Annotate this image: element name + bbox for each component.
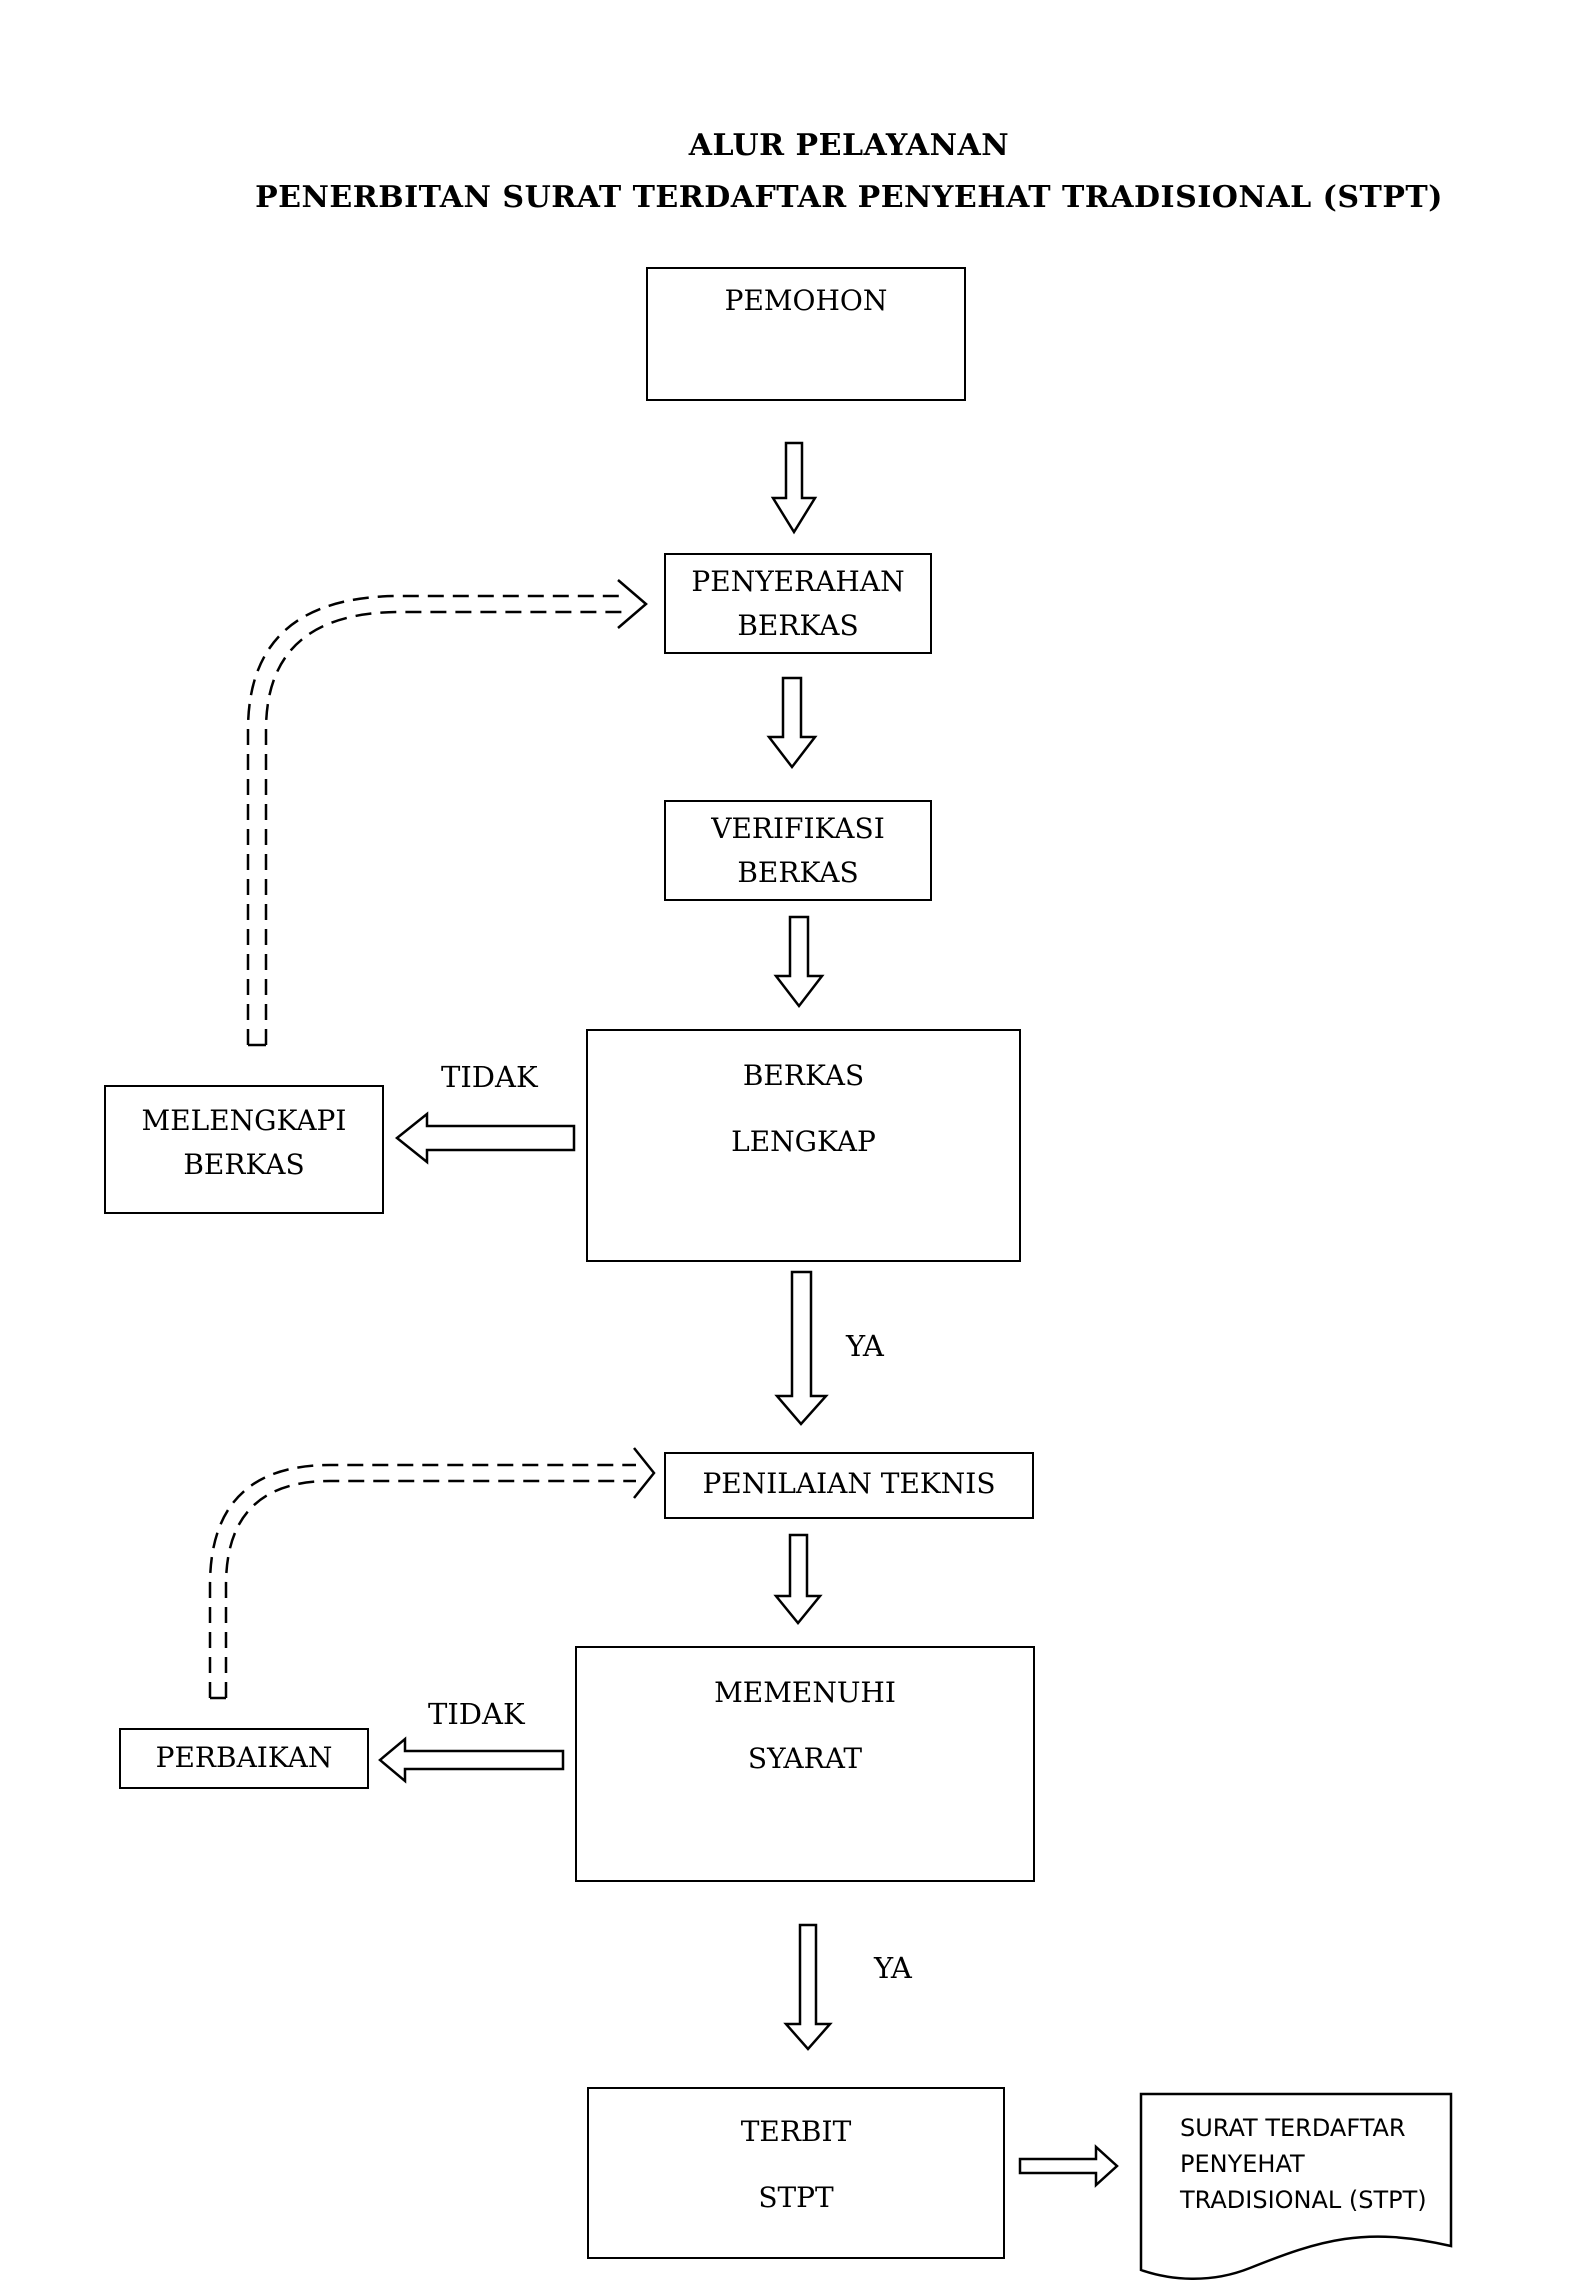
arrow-penilaian-to-memenuhi: [773, 1533, 823, 1625]
return-arrow-perbaikan-inner: [224, 1479, 636, 1698]
arrow-berkas-lengkap-to-penilaian: [774, 1270, 829, 1426]
document-output: SURAT TERDAFTAR PENYEHAT TRADISIONAL (ST…: [1180, 2110, 1427, 2218]
node-terbit-stpt: TERBIT STPT: [587, 2087, 1005, 2259]
edge-label-tidak-2: TIDAK: [428, 1697, 525, 1731]
node-verifikasi-line-1: VERIFIKASI: [711, 812, 885, 845]
node-verifikasi-berkas: VERIFIKASI BERKAS: [664, 800, 932, 901]
node-berkas-lengkap-line-2: LENGKAP: [731, 1125, 876, 1158]
return-arrow-melengkapi-outer: [246, 594, 622, 1045]
arrow-pemohon-to-penyerahan: [770, 441, 818, 535]
arrow-berkas-lengkap-to-melengkapi: [394, 1111, 576, 1165]
arrow-verifikasi-to-berkas-lengkap: [773, 915, 825, 1009]
node-perbaikan-label: PERBAIKAN: [155, 1741, 333, 1774]
node-penilaian-label: PENILAIAN TEKNIS: [702, 1467, 996, 1500]
node-perbaikan: PERBAIKAN: [119, 1728, 369, 1789]
document-shape: [1139, 2092, 1453, 2280]
node-penyerahan-line-1: PENYERAHAN: [691, 565, 905, 598]
node-memenuhi-line-2: SYARAT: [747, 1742, 863, 1775]
node-penyerahan-berkas: PENYERAHAN BERKAS: [664, 553, 932, 654]
arrow-memenuhi-to-terbit: [783, 1923, 833, 2051]
node-berkas-lengkap-line-1: BERKAS: [742, 1059, 865, 1092]
arrow-memenuhi-to-perbaikan: [378, 1736, 565, 1784]
arrow-terbit-to-document: [1018, 2144, 1119, 2188]
return-arrow-melengkapi-inner: [264, 610, 622, 1045]
node-berkas-lengkap: BERKAS LENGKAP: [586, 1029, 1021, 1262]
title-line-1: ALUR PELAYANAN: [688, 128, 1010, 163]
edge-label-ya-1: YA: [846, 1329, 884, 1363]
node-terbit-line-2: STPT: [758, 2181, 834, 2214]
return-arrow-perbaikan-outer: [208, 1463, 636, 1698]
document-line-2: PENYEHAT: [1180, 2150, 1305, 2178]
node-memenuhi-line-1: MEMENUHI: [714, 1676, 896, 1709]
return-arrow-perbaikan-end: [210, 1447, 656, 1700]
node-melengkapi-line-1: MELENGKAPI: [141, 1104, 347, 1137]
title-line-2: PENERBITAN SURAT TERDAFTAR PENYEHAT TRAD…: [255, 180, 1443, 215]
node-memenuhi-syarat: MEMENUHI SYARAT: [575, 1646, 1035, 1882]
arrow-penyerahan-to-verifikasi: [766, 676, 818, 770]
node-pemohon: PEMOHON: [646, 267, 966, 401]
node-penyerahan-line-2: BERKAS: [737, 609, 859, 642]
node-pemohon-label: PEMOHON: [724, 284, 888, 317]
node-melengkapi-berkas: MELENGKAPI BERKAS: [104, 1085, 384, 1214]
edge-label-tidak-1: TIDAK: [441, 1060, 538, 1094]
edge-label-ya-2: YA: [874, 1951, 912, 1985]
node-penilaian-teknis: PENILAIAN TEKNIS: [664, 1452, 1034, 1519]
document-line-3: TRADISIONAL (STPT): [1180, 2186, 1427, 2214]
node-verifikasi-line-2: BERKAS: [737, 856, 859, 889]
node-melengkapi-line-2: BERKAS: [183, 1148, 305, 1181]
return-arrow-melengkapi-end: [248, 579, 648, 1047]
node-terbit-line-1: TERBIT: [740, 2115, 852, 2148]
document-line-1: SURAT TERDAFTAR: [1180, 2114, 1406, 2142]
